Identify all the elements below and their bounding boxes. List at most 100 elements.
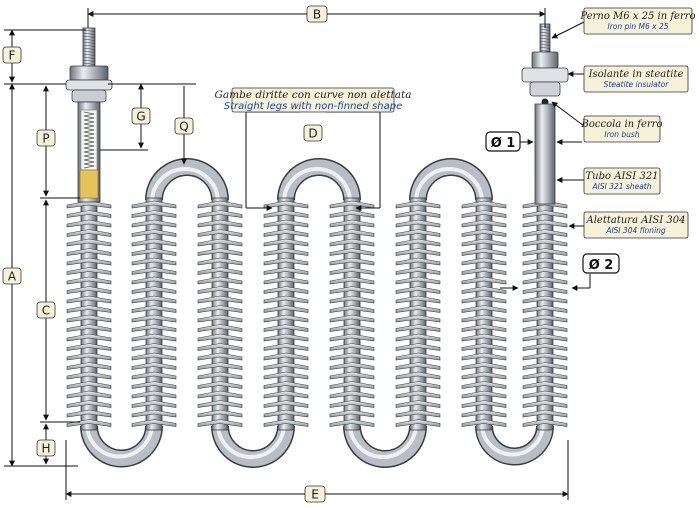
fin [197,238,243,247]
fin [461,390,507,399]
fin [522,267,568,275]
fin [522,210,568,218]
fin [329,381,375,389]
fin [461,229,507,237]
fin [329,238,375,247]
tube-bends [80,158,554,468]
fin [395,286,441,294]
fin [66,381,112,389]
fin [131,324,177,332]
straight-leg [343,197,361,431]
legs-callout: Gambe diritte con curve non alettata Str… [215,87,411,113]
fin [197,400,243,408]
fin [329,295,375,304]
dim-box-f: F [2,46,22,64]
fin [66,229,112,237]
fin [395,257,441,266]
fin [522,381,568,389]
fin [522,314,568,323]
fin [66,324,112,332]
label-insulator: Isolante in steatite Steatite insulator [583,65,689,93]
fin [329,210,375,218]
heating-core [79,169,99,199]
fin [131,257,177,266]
fin [197,286,243,294]
fin [395,210,441,218]
fin [263,352,309,361]
fin [522,409,568,418]
fin [522,238,568,247]
fin [329,390,375,399]
straight-leg [211,197,229,431]
fin [329,371,375,380]
fin [461,409,507,418]
dim-box-b: B [306,5,328,23]
fin [395,229,441,237]
fin [131,267,177,275]
left-terminal [65,27,113,203]
left-insulator [65,79,113,91]
fin [461,381,507,389]
fin [329,362,375,370]
fin [66,267,112,275]
fin [66,371,112,380]
fin [522,324,568,332]
fin [395,238,441,247]
fin [329,248,375,256]
fin [197,276,243,285]
fin [395,276,441,285]
fin [66,333,112,342]
fin [197,229,243,237]
fin [395,295,441,304]
fin [461,305,507,313]
fin [66,257,112,266]
fin [197,371,243,380]
right-terminal [521,23,569,205]
fin [131,419,177,427]
left-bush [71,89,107,103]
dim-label-f: F [9,49,16,63]
dim-label-h: H [41,442,50,456]
fin [461,210,507,218]
fin [461,352,507,361]
fin [461,200,507,209]
fin [131,286,177,294]
fin [461,257,507,266]
fin [131,381,177,389]
fin [197,390,243,399]
fin [197,248,243,256]
fin [329,267,375,275]
label-pin: Perno M6 x 25 in ferro Iron pin M6 x 25 [579,7,696,35]
fin [263,343,309,351]
dim-label-e: E [311,488,319,502]
fin [66,343,112,351]
fin [197,257,243,266]
pin-label-en: Iron pin M6 x 25 [608,22,669,31]
diameter-1-label: Ø 1 [491,136,516,151]
fin [461,219,507,228]
fin [522,333,568,342]
fin [461,362,507,370]
fin [197,219,243,228]
bush-label-it: Boccola in ferro [581,119,663,130]
fin [131,305,177,313]
fin [395,343,441,351]
fin [131,210,177,218]
fin [66,276,112,285]
fin [461,333,507,342]
fin [66,400,112,408]
fin [66,248,112,256]
fin [66,409,112,418]
fin [329,333,375,342]
dim-label-b: B [313,8,321,22]
fin [263,286,309,294]
fin [66,219,112,228]
fin [329,343,375,351]
fin [263,295,309,304]
fin [197,333,243,342]
fin [131,352,177,361]
fin [197,381,243,389]
fin [131,371,177,380]
